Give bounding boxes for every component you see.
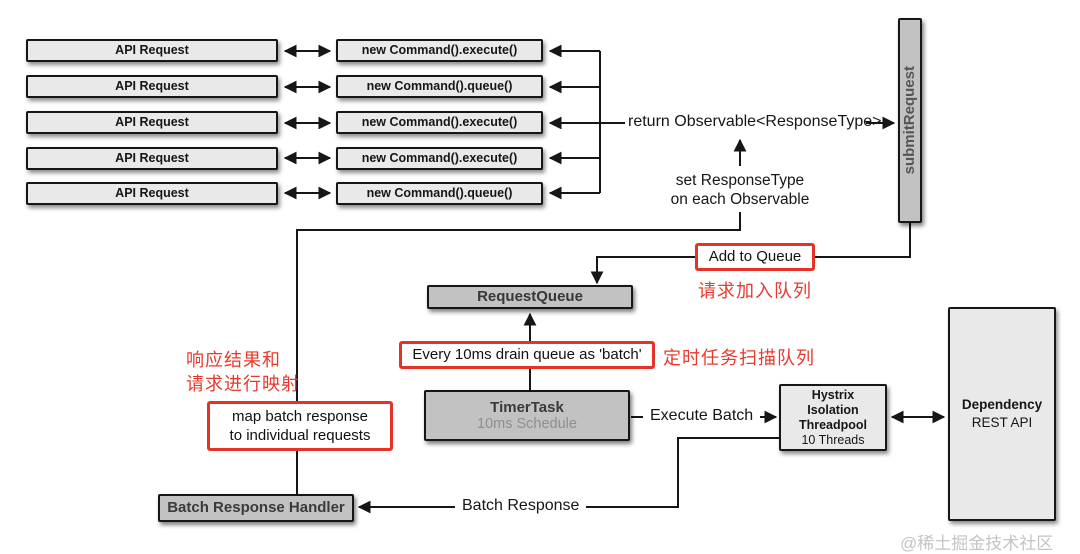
execute-batch-label: Execute Batch (643, 407, 761, 425)
drain-queue-annotation-zh: 定时任务扫描队列 (663, 348, 815, 368)
drain-queue-box: Every 10ms drain queue as 'batch' (399, 341, 655, 369)
dependency-box: Dependency REST API (948, 307, 1056, 521)
request-queue-box: RequestQueue (427, 285, 633, 309)
batch-response-label: Batch Response (455, 497, 587, 515)
map-batch-zh-line2: 请求进行映射 (186, 374, 300, 395)
api-request-box: API Request (26, 147, 278, 170)
timer-task-title: TimerTask (490, 398, 564, 416)
api-request-box: API Request (26, 111, 278, 134)
timer-task-box: TimerTask 10ms Schedule (424, 390, 630, 441)
hystrix-line2: Isolation (807, 402, 859, 417)
command-box: new Command().execute() (336, 111, 543, 134)
hystrix-line3: Threadpool (798, 417, 868, 432)
set-responsetype-label: set ResponseType on each Observable (655, 171, 825, 210)
hystrix-threads: 10 Threads (801, 432, 865, 447)
api-request-box: API Request (26, 75, 278, 98)
watermark: @稀土掘金技术社区 (900, 534, 1054, 553)
hystrix-line1: Hystrix (811, 387, 855, 402)
command-box: new Command().queue() (336, 75, 543, 98)
map-batch-line2: to individual requests (229, 427, 371, 444)
batch-response-handler-box: Batch Response Handler (158, 494, 354, 522)
command-box: new Command().execute() (336, 39, 543, 62)
map-batch-annotation-zh: 响应结果和 请求进行映射 (186, 348, 316, 397)
set-responsetype-line2: on each Observable (670, 191, 810, 209)
return-observable-label: return Observable<ResponseType> (628, 113, 882, 130)
submit-request-box: submitRequest (898, 18, 922, 223)
dependency-title: Dependency (961, 396, 1043, 412)
command-box: new Command().execute() (336, 147, 543, 170)
dependency-subtitle: REST API (971, 415, 1033, 430)
timer-task-subtitle: 10ms Schedule (477, 415, 577, 432)
hystrix-threadpool-box: Hystrix Isolation Threadpool 10 Threads (779, 384, 887, 451)
map-batch-line1: map batch response (232, 407, 368, 425)
add-to-queue-annotation-zh: 请求加入队列 (698, 281, 812, 301)
command-box: new Command().queue() (336, 182, 543, 205)
set-responsetype-line1: set ResponseType (675, 172, 805, 189)
response-mapping-elbow-line (296, 212, 741, 494)
map-batch-response-box: map batch response to individual request… (207, 401, 393, 451)
api-request-box: API Request (26, 39, 278, 62)
submit-request-label: submitRequest (901, 66, 919, 175)
map-batch-zh-line1: 响应结果和 (186, 350, 281, 370)
add-to-queue-box: Add to Queue (695, 243, 815, 271)
api-request-box: API Request (26, 182, 278, 205)
